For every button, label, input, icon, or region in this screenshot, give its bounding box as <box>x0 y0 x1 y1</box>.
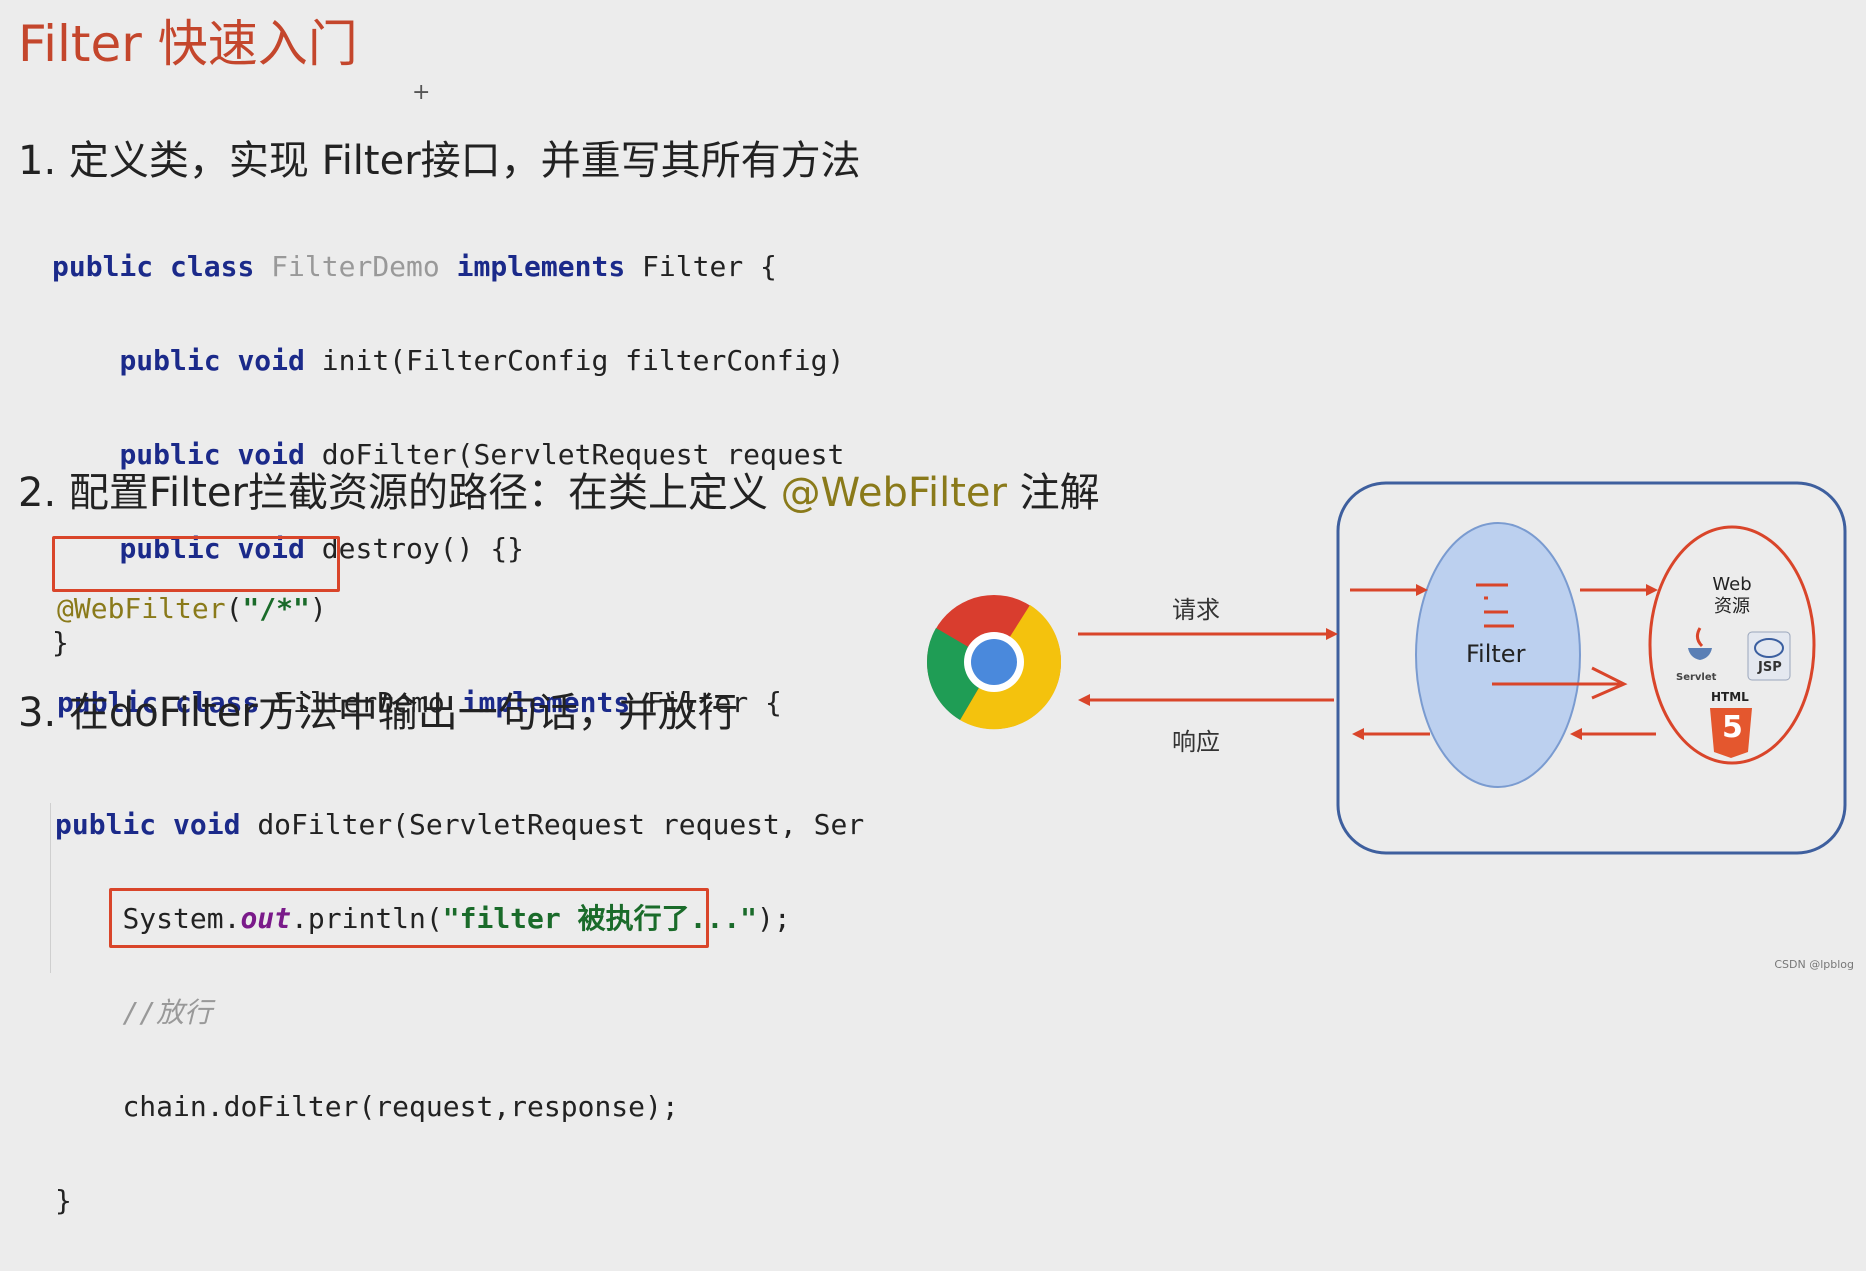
step1-heading: 1. 定义类，实现 Filter接口，并重写其所有方法 <box>18 138 861 184</box>
code-indent-guide <box>50 803 51 973</box>
web-resource-ellipse <box>1648 525 1816 765</box>
jsp-icon <box>1747 631 1791 681</box>
filter-flow-diagram <box>926 481 1847 855</box>
html-label: HTML <box>1711 690 1749 704</box>
filter-ellipse <box>1415 522 1581 788</box>
code-line: public void init(FilterConfig filterConf… <box>119 344 845 377</box>
code-line: System.out.println("filter 被执行了..."); <box>122 902 791 935</box>
code-line: } <box>52 626 69 659</box>
filter-label: Filter <box>1466 640 1526 668</box>
annotation-highlight-box <box>52 536 340 592</box>
step1-code-block: public class FilterDemo implements Filte… <box>52 196 844 713</box>
jsp-label: JSP <box>1758 660 1782 675</box>
servlet-icon <box>1688 627 1712 660</box>
page-title: Filter 快速入门 <box>18 15 358 73</box>
server-container <box>1336 481 1847 855</box>
web-resource-label: Web 资源 <box>1712 574 1752 617</box>
pass-arrow <box>1492 666 1628 700</box>
mouse-cursor: + <box>412 80 431 105</box>
chain-highlight-box <box>109 888 709 948</box>
code-line: @WebFilter("/*") <box>57 592 327 625</box>
watermark: CSDN @lpblog <box>1774 958 1854 971</box>
request-label: 请求 <box>1172 596 1220 624</box>
code-line: public class FilterDemo implements Filte… <box>57 686 782 719</box>
servlet-label: Servlet <box>1676 672 1717 683</box>
webfilter-annotation-text: @WebFilter <box>780 470 1007 516</box>
code-line: //放行 <box>122 996 213 1029</box>
html5-glyph: 5 <box>1722 710 1743 745</box>
code-line: } <box>55 1184 72 1217</box>
code-line: public class FilterDemo implements Filte… <box>52 250 777 283</box>
html5-icon <box>1710 708 1752 758</box>
response-label: 响应 <box>1172 728 1220 756</box>
chrome-icon <box>926 595 1062 730</box>
code-line: chain.doFilter(request,response); <box>122 1090 679 1123</box>
step3-heading: 3. 在doFilter方法中输出一句话，并放行 <box>18 690 738 736</box>
step2-heading: 2. 配置Filter拦截资源的路径：在类上定义 @WebFilter 注解 <box>18 470 1100 516</box>
step2-code-block: @WebFilter("/*") public class FilterDemo… <box>57 538 782 773</box>
code-line: public void doFilter(ServletRequest requ… <box>55 808 865 841</box>
code-line: public void doFilter(ServletRequest requ… <box>119 438 845 471</box>
step3-code-block: public void doFilter(ServletRequest requ… <box>55 754 864 1271</box>
filter-icon <box>1476 583 1514 628</box>
